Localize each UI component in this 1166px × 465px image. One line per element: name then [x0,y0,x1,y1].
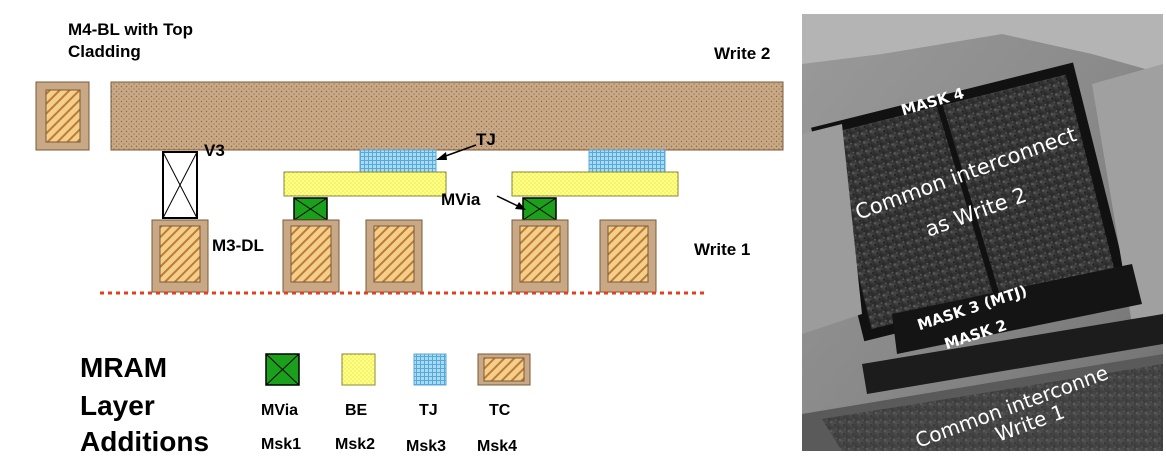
label-cladding: Cladding [68,42,141,61]
tj-block-left [359,149,437,173]
legend-swatch-tj [413,353,447,386]
legend-title-line-1: MRAM [80,352,168,383]
label-tj: TJ [476,130,496,149]
m3-pad-4 [511,219,569,293]
label-m4-bl: M4-BL with Top [68,20,193,39]
m4-bit-line [110,81,784,151]
mram-cross-section-diagram [35,81,784,386]
m3-pad-2 [282,219,340,293]
left-tc-block [35,81,90,151]
legend-mask-4: Msk4 [477,438,518,455]
be-block-right [511,171,679,197]
legend-mask-3: Msk3 [406,438,447,455]
tj-block-right [588,149,666,173]
legend-swatch-tc [477,353,531,386]
legend-name-tj: TJ [419,402,438,419]
mvia-arrow [496,195,526,210]
tem-cross-section-image: MASK 4 Common interconnect as Write 2 MA… [802,14,1163,453]
legend-name-be: BE [345,402,368,419]
mvia-left [293,197,328,221]
legend-swatch-be [341,353,376,386]
legend-name-mvia: MVia [261,402,299,419]
label-mvia: MVia [441,190,481,209]
label-v3: V3 [204,141,225,160]
m3-pad-3 [365,219,423,293]
m3-pad-1 [151,219,209,293]
legend-swatch-mvia [265,353,300,386]
tem-image-graphic [802,14,1163,451]
legend-title-line-2: Layer [80,390,155,421]
v3-via [162,151,198,219]
legend-mask-2: Msk2 [335,436,376,453]
be-block-left [283,171,447,197]
legend-mask-1: Msk1 [261,436,302,453]
label-m3-dl: M3-DL [212,236,264,255]
legend-name-tc: TC [489,402,511,419]
tj-arrow [436,144,477,160]
label-write2: Write 2 [714,44,771,63]
label-write1: Write 1 [694,240,751,259]
mvia-right [522,197,557,221]
m3-pad-5 [599,219,657,293]
legend-title-line-3: Additions [80,426,210,457]
